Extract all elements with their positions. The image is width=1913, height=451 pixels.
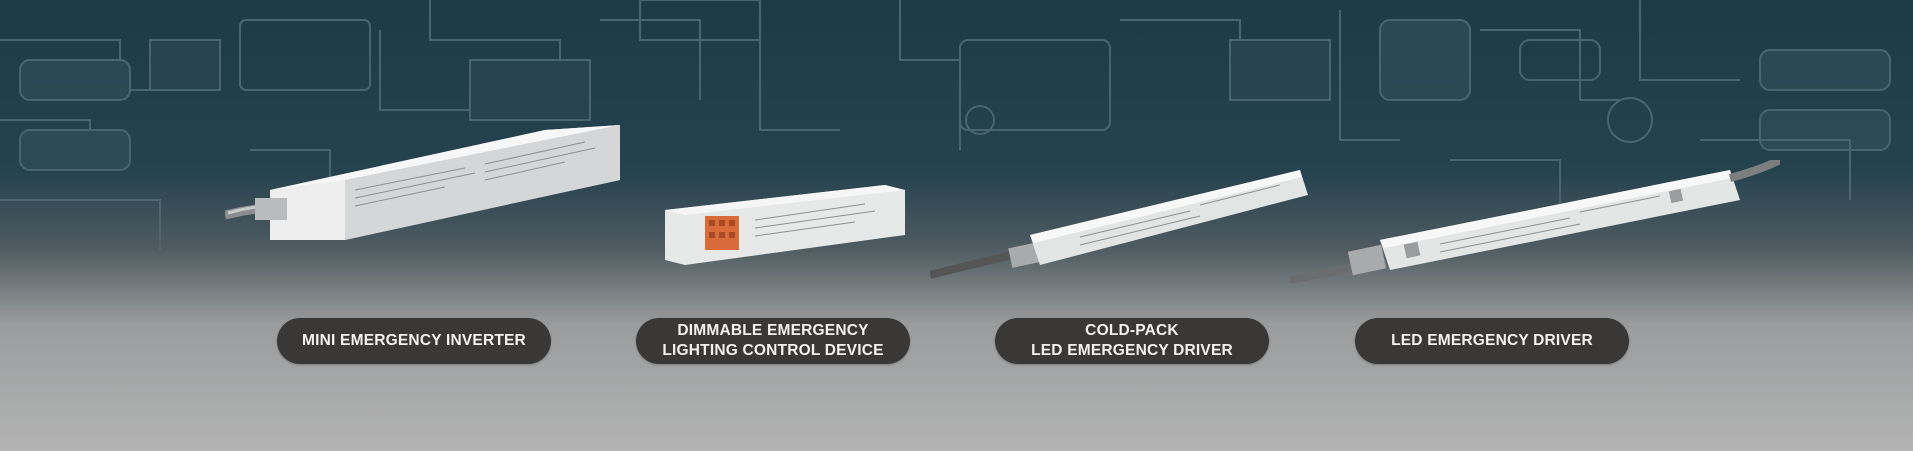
- dimmable-control-device-label[interactable]: DIMMABLE EMERGENCY LIGHTING CONTROL DEVI…: [636, 318, 910, 364]
- mini-emergency-inverter-label[interactable]: MINI EMERGENCY INVERTER: [277, 318, 551, 364]
- label-line: LED EMERGENCY DRIVER: [1031, 342, 1233, 359]
- cold-pack-driver-label[interactable]: COLD-PACK LED EMERGENCY DRIVER: [995, 318, 1269, 364]
- cold-pack-driver-image: [930, 170, 1308, 279]
- dimmable-control-device-image: [665, 185, 905, 265]
- label-line: LIGHTING CONTROL DEVICE: [662, 342, 884, 359]
- label-line: DIMMABLE EMERGENCY: [677, 322, 869, 339]
- label-line: MINI EMERGENCY INVERTER: [302, 332, 526, 349]
- mini-emergency-inverter-image: [225, 125, 620, 240]
- label-line: COLD-PACK: [1085, 322, 1179, 339]
- label-line: LED EMERGENCY DRIVER: [1391, 332, 1593, 349]
- led-emergency-driver-image: [1290, 160, 1780, 284]
- led-emergency-driver-label[interactable]: LED EMERGENCY DRIVER: [1355, 318, 1629, 364]
